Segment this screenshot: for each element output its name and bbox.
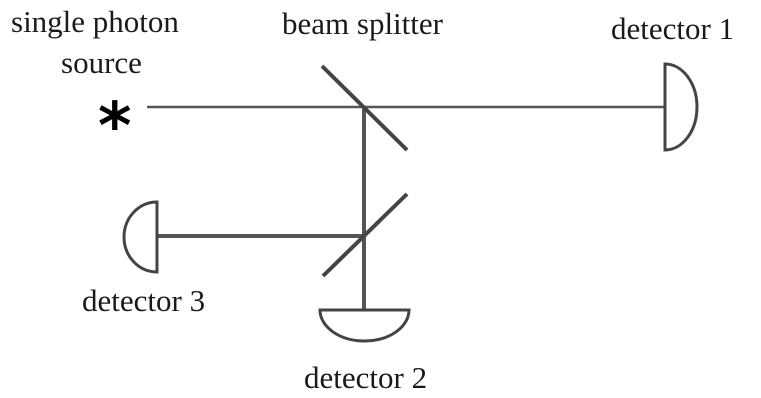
beam-splitter-label: beam splitter [282,6,443,41]
detector-2-icon [318,308,411,343]
detector-3-label: detector 3 [82,283,206,318]
source-label-line1: single photon [11,4,179,39]
detector-2-label: detector 2 [304,360,428,395]
photon-source-icon: * [98,90,131,164]
detector-1-icon [663,62,699,152]
beam-splitter-2 [321,192,409,278]
source-label-line2: source [61,45,142,80]
detector-1-label: detector 1 [611,11,735,46]
detector-3-icon [122,200,159,274]
beam-splitter-1 [320,64,409,152]
